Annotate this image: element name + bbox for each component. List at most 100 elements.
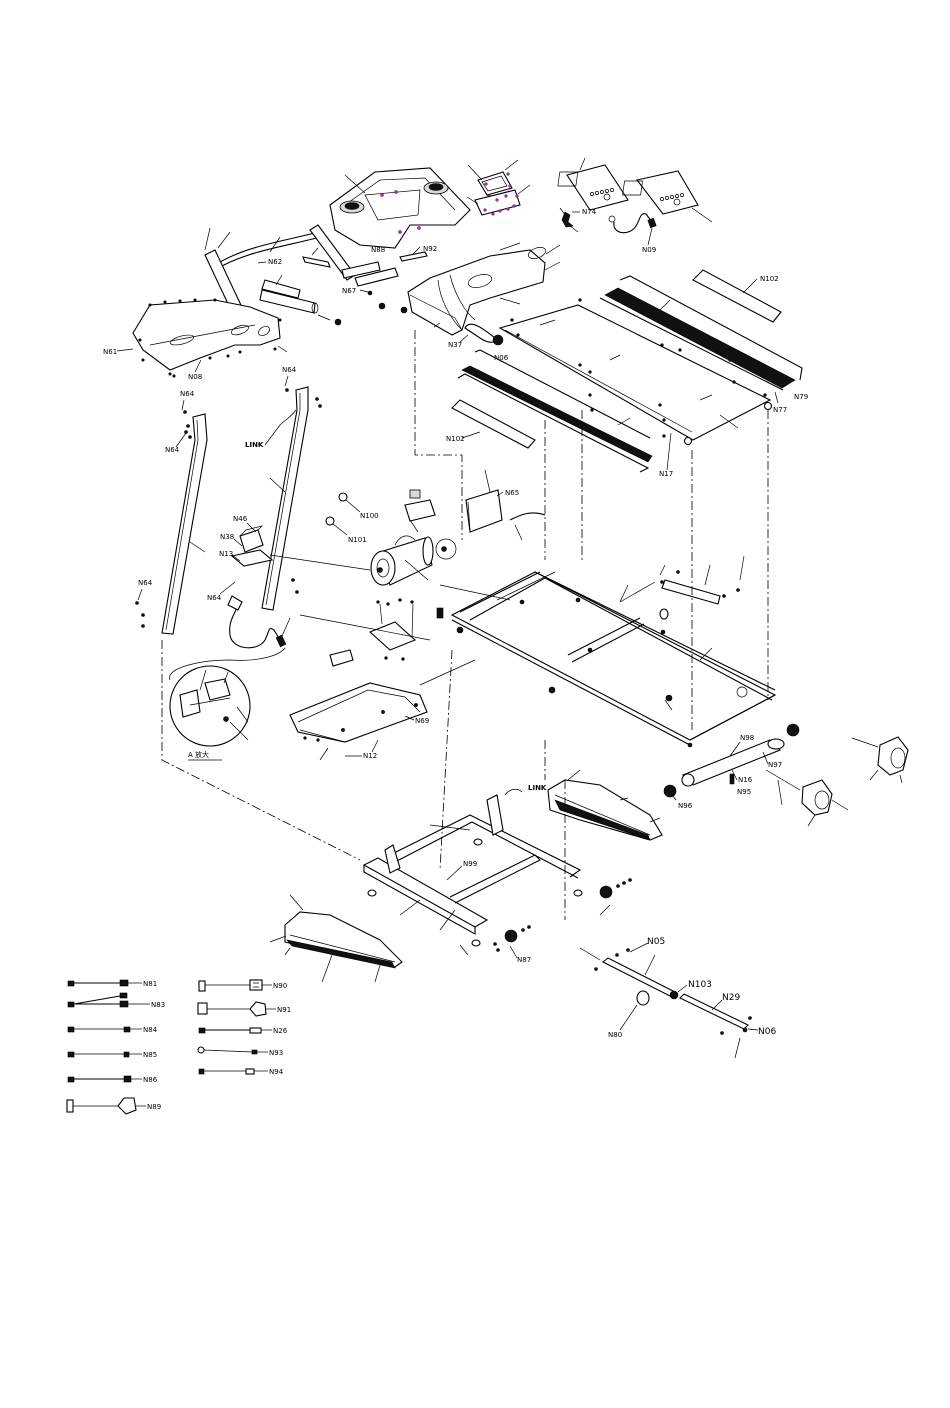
right-side-cover	[547, 769, 663, 841]
note-link-a: LINK	[245, 441, 264, 449]
console-overlay-a	[557, 157, 629, 211]
detail-a-callout: A 放大	[169, 665, 251, 761]
label-n79: N79	[794, 393, 808, 401]
decal-left: N102	[446, 399, 536, 449]
cable-n94: N94	[198, 1068, 284, 1076]
front-roller-assembly: N05 N103 N29 N06 N80	[579, 937, 776, 1059]
rear-roller-assembly: N98 N97 N16 N95 N96	[663, 723, 800, 810]
label-n64-top-right: N64	[282, 366, 297, 374]
label-n90: N90	[273, 982, 287, 990]
cable-n84: N84	[67, 1026, 158, 1034]
cable-n93: N93	[197, 1046, 283, 1057]
label-n85: N85	[143, 1051, 157, 1059]
label-n46: N46	[233, 515, 248, 523]
safety-key-cord: N09	[608, 213, 657, 254]
label-n06: N06	[758, 1027, 776, 1037]
label-n77: N77	[773, 406, 787, 414]
label-n74: N74	[582, 208, 597, 216]
label-n09: N09	[642, 246, 656, 254]
drive-belt: N37 N06	[448, 323, 509, 362]
label-n98: N98	[740, 734, 754, 742]
incline-shaft	[619, 555, 745, 605]
console-assembly	[329, 159, 531, 262]
label-n16: N16	[738, 776, 753, 784]
label-n91: N91	[277, 1006, 291, 1014]
label-n89: N89	[147, 1103, 161, 1111]
label-n05: N05	[647, 937, 665, 947]
note-detail-a: A 放大	[188, 750, 209, 759]
label-n93: N93	[269, 1049, 283, 1057]
right-side-rail: N79 N77	[599, 275, 808, 414]
power-cord	[169, 595, 291, 681]
left-side-cover	[269, 894, 403, 983]
controller-board: N65	[465, 469, 546, 541]
label-n61: N61	[103, 348, 117, 356]
label-n67: N67	[342, 287, 356, 295]
note-link-b: LINK	[528, 784, 547, 792]
label-n17: N17	[659, 470, 673, 478]
label-n08: N08	[188, 373, 202, 381]
cable-n85: N85	[67, 1051, 157, 1059]
label-n83: N83	[151, 1001, 165, 1009]
motor-bracket	[404, 489, 436, 533]
lower-tray: N69 N12	[289, 682, 429, 761]
label-n102-right: N102	[760, 275, 779, 283]
label-n95: N95	[737, 788, 751, 796]
label-n69: N69	[415, 717, 429, 725]
label-n100: N100	[360, 512, 379, 520]
label-n86: N86	[143, 1076, 158, 1084]
label-n97: N97	[768, 761, 782, 769]
label-n29: N29	[722, 993, 740, 1003]
cable-n81: N81	[67, 979, 157, 988]
n100-n101-feet: N100 N101	[325, 492, 379, 544]
console-overlay-b	[622, 170, 713, 223]
label-n99: N99	[463, 860, 477, 868]
cable-n83: N83	[67, 992, 165, 1009]
label-n81: N81	[143, 980, 157, 988]
motor-hood	[407, 242, 561, 336]
main-frame	[450, 571, 777, 748]
label-n62: N62	[268, 258, 282, 266]
label-n94: N94	[269, 1068, 284, 1076]
running-deck: N17	[498, 298, 773, 478]
drive-motor	[370, 535, 457, 586]
decal-right: N102	[692, 269, 782, 323]
cable-legend: N81 N83 N84 N85	[66, 979, 291, 1115]
label-n84: N84	[143, 1026, 158, 1034]
label-n64-left-b: N64	[165, 446, 180, 454]
label-n13: N13	[219, 550, 233, 558]
console-base-plate: N61 N08	[103, 298, 288, 381]
cable-n89: N89	[66, 1097, 161, 1115]
label-n92: N92	[423, 245, 437, 253]
left-upright: N64 N64 N64	[135, 390, 208, 635]
label-n64-left-c: N64	[138, 579, 153, 587]
base-frame: N99 N87 LINK	[362, 784, 632, 964]
cable-n26: N26	[198, 1027, 288, 1035]
label-n88: N88	[371, 246, 385, 254]
rear-end-cap-left	[765, 769, 849, 827]
right-upright: N64 LINK N64	[207, 366, 322, 611]
label-n80: N80	[608, 1031, 622, 1039]
label-n65: N65	[505, 489, 519, 497]
cable-n86: N86	[67, 1075, 158, 1084]
cable-n90: N90	[198, 979, 287, 992]
rear-end-cap-right	[851, 736, 909, 784]
cable-n91: N91	[197, 1001, 291, 1017]
label-n12: N12	[363, 752, 377, 760]
safety-key-clip: N74	[559, 207, 597, 233]
label-n87: N87	[517, 956, 531, 964]
assembly-guide-lines	[161, 330, 769, 920]
transformer-bracket: N46 N38 N13	[219, 515, 274, 567]
label-n26: N26	[273, 1027, 288, 1035]
label-n64-mid: N64	[207, 594, 222, 602]
left-side-rail	[457, 349, 653, 473]
label-n64-left-a: N64	[180, 390, 195, 398]
label-n103: N103	[688, 980, 712, 990]
label-n37: N37	[448, 341, 462, 349]
label-n101: N101	[348, 536, 367, 544]
label-n96: N96	[678, 802, 693, 810]
label-n06-deck: N06	[494, 354, 509, 362]
label-n38: N38	[220, 533, 234, 541]
motor-mount-plate	[329, 598, 417, 667]
